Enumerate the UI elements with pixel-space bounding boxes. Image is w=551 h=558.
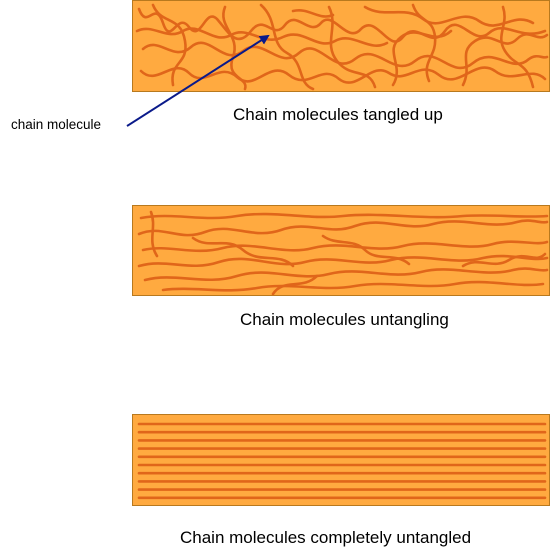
chain-molecule-label: chain molecule [11,117,102,132]
chain-molecule [461,5,549,89]
panel-aligned [132,414,550,506]
chain-molecule [135,27,389,47]
caption-aligned: Chain molecules completely untangled [180,528,472,547]
caption-tangled: Chain molecules tangled up [233,105,443,124]
untangling-chains-drawing [137,210,549,296]
chain-molecule [151,3,247,91]
chain-molecule [139,66,547,84]
chain-molecule [137,219,549,237]
chain-molecule [139,212,549,220]
chain-molecule [143,267,549,282]
chain-molecule [291,3,437,83]
caption-untangling: Chain molecules untangling [240,310,449,329]
chain-molecule [161,280,545,292]
tangled-chains-drawing [135,3,549,91]
chain-molecule [149,210,547,268]
chain-molecule [137,254,549,268]
chain-molecule [191,236,319,296]
chain-molecule [137,7,547,43]
chain-molecule [141,240,549,253]
aligned-chains-drawing [137,422,547,500]
panel-tangled [132,0,550,92]
panel-untangling [132,205,550,296]
chain-molecule [259,3,377,91]
chain-molecule [141,41,549,70]
